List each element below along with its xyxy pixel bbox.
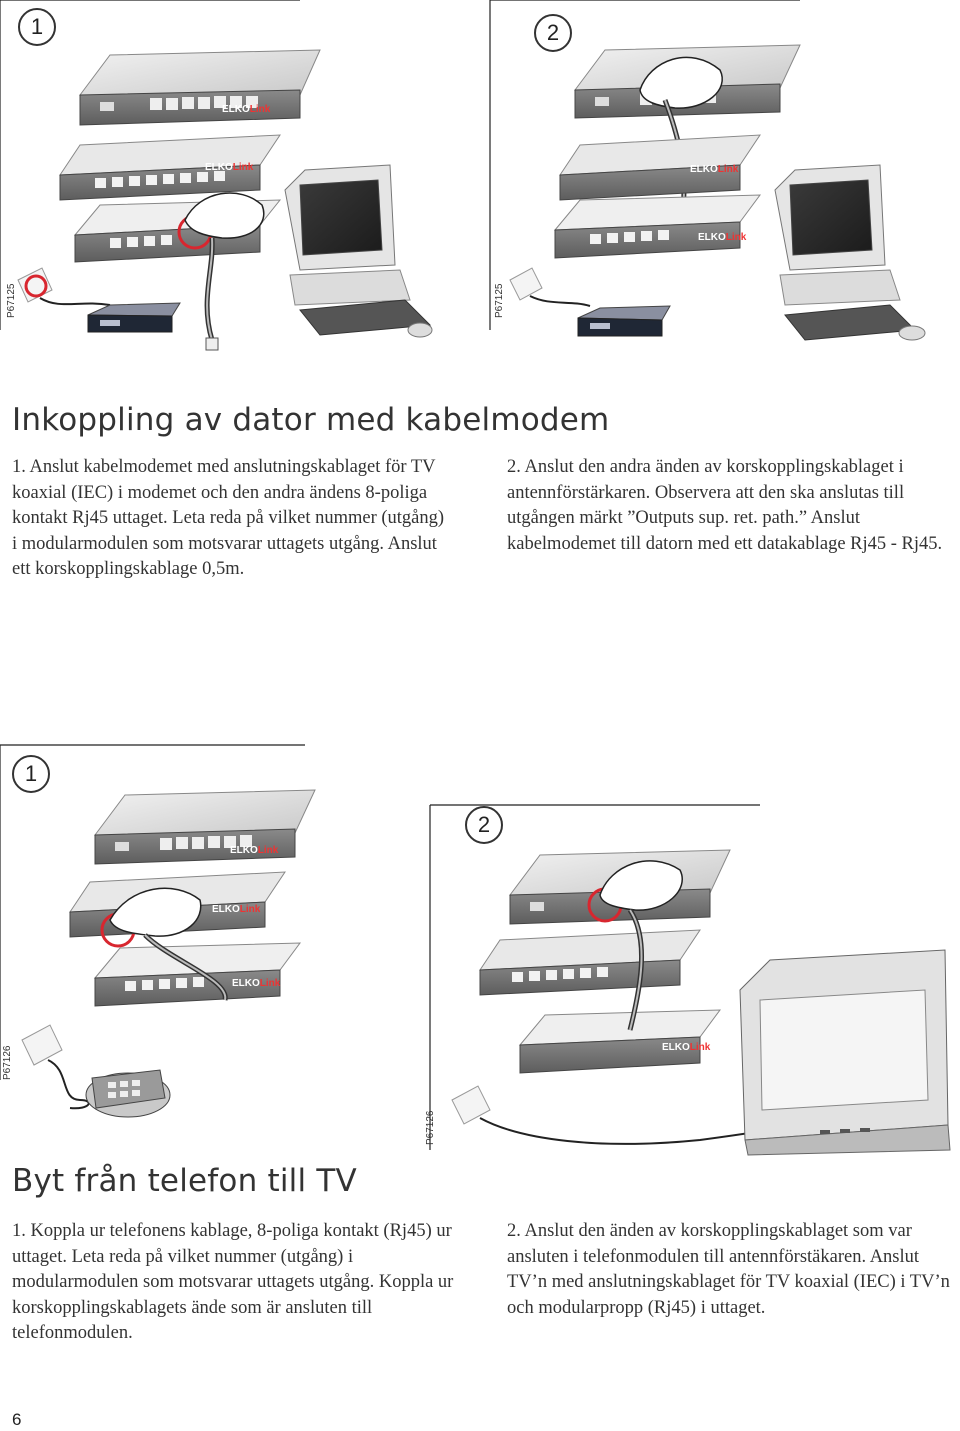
modular-module-right-2: [479, 929, 701, 996]
patch-panel-right-2: ELKOLink: [518, 1009, 722, 1074]
modular-module-right: ELKOLink: [559, 134, 761, 201]
amplifier-unit-left-2: ELKOLink: [93, 789, 316, 865]
step-number-2: 2: [465, 806, 503, 844]
page-number: 6: [12, 1410, 22, 1429]
patch-panel-left-2: ELKOLink: [93, 942, 302, 1007]
instruction-step-1: 1. Koppla ur telefonens kablage, 8-polig…: [12, 1221, 454, 1343]
section-heading: Byt från telefon till TV: [12, 1163, 357, 1199]
svg-text:ELKOLink: ELKOLink: [212, 904, 261, 915]
instruction-step-1: 1. Anslut kabelmodemet med anslutningska…: [12, 457, 445, 579]
television: [739, 949, 951, 1156]
svg-text:ELKOLink: ELKOLink: [230, 845, 279, 856]
patch-panel-right: ELKOLink: [553, 194, 762, 259]
svg-text:ELKOLink: ELKOLink: [690, 164, 739, 175]
product-code: P67126: [2, 1045, 13, 1080]
step-number-1: 1: [18, 8, 56, 46]
svg-text:ELKOLink: ELKOLink: [205, 162, 254, 173]
instruction-step-2: 2. Anslut den andra änden av korskopplin…: [507, 457, 943, 554]
svg-text:ELKOLink: ELKOLink: [232, 978, 281, 989]
amplifier-unit-left: ELKOLink: [79, 49, 321, 126]
svg-text:ELKOLink: ELKOLink: [698, 232, 747, 243]
svg-text:ELKOLink: ELKOLink: [662, 1042, 711, 1053]
section-heading: Inkoppling av dator med kabelmodem: [12, 402, 610, 438]
svg-text:ELKOLink: ELKOLink: [222, 104, 271, 115]
modular-module-left: ELKOLink: [59, 134, 281, 201]
product-code: P67126: [425, 1110, 436, 1145]
step-number-2: 2: [534, 14, 572, 52]
instruction-step-2: 2. Anslut den änden av korskopplingskabl…: [507, 1221, 950, 1318]
telephone: [85, 1069, 171, 1118]
step-number-1: 1: [12, 755, 50, 793]
computer-right: [774, 164, 926, 341]
illustration-computer-setup: ELKOLink ELKOLink: [0, 0, 926, 351]
computer-left: [284, 164, 433, 338]
